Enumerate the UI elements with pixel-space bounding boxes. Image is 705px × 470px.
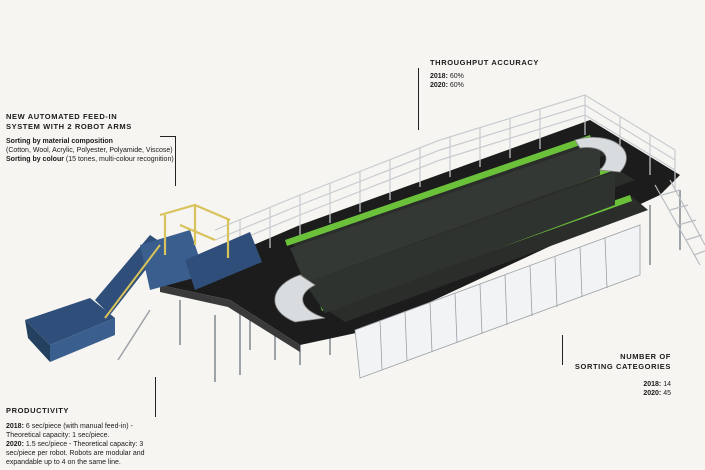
material-label: Sorting by material composition <box>6 138 113 145</box>
sorter-rows <box>285 135 648 322</box>
collection-bins <box>354 224 641 379</box>
material-row: Sorting by material composition <box>6 137 181 146</box>
categories-2018-label: 2018: <box>643 381 662 388</box>
material-detail: (Cotton, Wool, Acrylic, Polyester, Polya… <box>6 147 173 154</box>
access-stairs <box>654 179 705 266</box>
feed-in-heading-line2: SYSTEM WITH 2 ROBOT ARMS <box>6 122 132 131</box>
categories-leader <box>562 335 563 365</box>
colour-row: Sorting by colour (15 tones, multi-colou… <box>6 155 181 164</box>
categories-panel: NUMBER OF SORTING CATEGORIES 2018: 14 20… <box>551 352 671 398</box>
categories-2020-value: 45 <box>663 390 671 397</box>
curved-conveyor-left <box>274 274 326 323</box>
throughput-2020-row: 2020: 60% <box>430 81 540 90</box>
categories-heading-line2: SORTING CATEGORIES <box>574 362 671 371</box>
categories-2020-row: 2020: 45 <box>551 389 671 398</box>
categories-2018-row: 2018: 14 <box>551 380 671 389</box>
throughput-2020-value: 60% <box>449 82 464 89</box>
throughput-2018-label: 2018: <box>430 73 448 80</box>
productivity-2020-label: 2020: <box>6 441 24 448</box>
feed-in-leader <box>175 136 176 186</box>
productivity-heading: PRODUCTIVITY <box>6 406 70 415</box>
productivity-2020-row: 2020: 1.5 sec/piece - Theoretical capaci… <box>6 440 166 467</box>
productivity-2018-row: 2018: 6 sec/piece (with manual feed-in) … <box>6 422 166 440</box>
productivity-2018-text: 6 sec/piece (with manual feed-in) - Theo… <box>6 423 133 439</box>
categories-2020-label: 2020: <box>643 390 662 397</box>
colour-detail: (15 tones, multi-colour recognition) <box>65 156 174 163</box>
productivity-leader <box>155 377 156 417</box>
throughput-panel: THROUGHPUT ACCURACY 2018: 60% 2020: 60% <box>430 58 540 90</box>
throughput-2018-value: 60% <box>449 73 464 80</box>
throughput-2020-label: 2020: <box>430 82 448 89</box>
feed-in-heading-line1: NEW AUTOMATED FEED-IN <box>6 112 118 121</box>
productivity-panel: PRODUCTIVITY 2018: 6 sec/piece (with man… <box>6 406 166 467</box>
robot-arms-gantry <box>159 203 231 258</box>
feed-in-system <box>25 230 262 362</box>
categories-heading-line1: NUMBER OF <box>620 352 671 361</box>
productivity-2020-text: 1.5 sec/piece - Theoretical capacity: 3 … <box>6 441 145 466</box>
categories-2018-value: 14 <box>663 381 671 388</box>
productivity-2018-label: 2018: <box>6 423 24 430</box>
throughput-heading: THROUGHPUT ACCURACY <box>430 58 540 67</box>
feed-in-leader-top <box>160 136 175 137</box>
curved-conveyor-right <box>574 136 627 173</box>
colour-label: Sorting by colour <box>6 156 64 163</box>
throughput-leader <box>418 68 419 130</box>
feed-in-panel: NEW AUTOMATED FEED-IN SYSTEM WITH 2 ROBO… <box>6 112 181 164</box>
throughput-2018-row: 2018: 60% <box>430 72 540 81</box>
platform-edge <box>160 285 300 352</box>
